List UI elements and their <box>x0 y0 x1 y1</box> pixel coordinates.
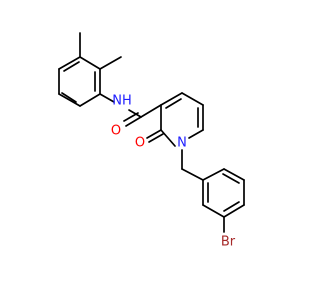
nh-atom-label: NH <box>112 94 132 109</box>
double-bond-inner <box>222 173 240 184</box>
bond-aryl-nh <box>99 93 115 103</box>
double-bond-inner <box>61 92 77 103</box>
bond <box>223 204 245 218</box>
amide-carbonyl-bond <box>123 112 139 122</box>
bond <box>160 129 176 147</box>
bond-nh-carbonyl <box>128 109 142 118</box>
bromophenyl-ring <box>202 168 245 218</box>
double-bond-inner <box>165 98 182 109</box>
ring-carbonyl-bond <box>146 129 162 139</box>
methyl-bond-right <box>99 56 122 70</box>
bond <box>58 56 81 70</box>
bond <box>181 92 204 106</box>
bond <box>223 168 245 181</box>
double-bond-inner <box>63 61 80 72</box>
bond <box>160 92 183 106</box>
bond <box>202 204 225 218</box>
chemical-structure-diagram: NH O N O Br <box>58 32 245 250</box>
bond <box>202 168 225 181</box>
bond <box>79 56 101 70</box>
ring-nitrogen-label: N <box>177 136 187 151</box>
bond-ch2-aryl <box>181 168 204 181</box>
ring-carbonyl-bond <box>148 133 164 143</box>
bond <box>58 93 81 107</box>
dimethylphenyl-ring <box>58 56 101 107</box>
bond-carbonyl-ring <box>140 104 162 118</box>
bond <box>79 93 101 107</box>
bond <box>188 129 204 139</box>
amide-carbonyl-bond <box>125 116 142 127</box>
amide-oxygen-label: O <box>111 124 121 139</box>
structure-canvas: NH O N O Br <box>58 32 245 250</box>
ring-oxygen-label: O <box>135 136 145 151</box>
bromine-atom-label: Br <box>221 235 236 250</box>
pyridinone-ring <box>160 92 204 147</box>
double-bond-inner <box>223 201 240 212</box>
